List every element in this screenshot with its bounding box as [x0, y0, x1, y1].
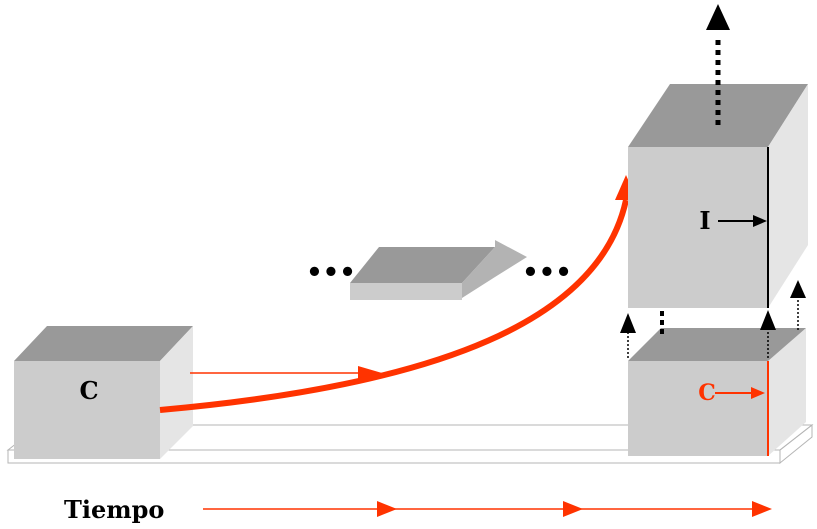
ellipsis-right: ••• — [522, 258, 572, 288]
cube-right-bottom — [628, 328, 806, 456]
cube-right-top-label: I — [699, 206, 710, 235]
cube-right-bottom-label: C — [698, 380, 716, 406]
label-c-arrow — [715, 387, 765, 399]
dotted-up-arrow-middle — [760, 310, 776, 358]
ellipsis-left: ••• — [306, 258, 356, 288]
left-cube-arrow — [190, 366, 382, 380]
label-i-arrow — [718, 215, 767, 227]
dotted-up-arrow-right — [790, 280, 806, 330]
cube-right-top — [628, 84, 808, 308]
cube-left-label: C — [79, 376, 98, 405]
dotted-up-arrow-top — [706, 4, 730, 125]
cube-left — [14, 326, 193, 459]
time-label: Tiempo — [64, 495, 164, 524]
time-axis-arrow — [203, 501, 772, 517]
middle-slab-arrow — [350, 240, 527, 300]
dotted-up-arrow-left — [620, 313, 636, 358]
